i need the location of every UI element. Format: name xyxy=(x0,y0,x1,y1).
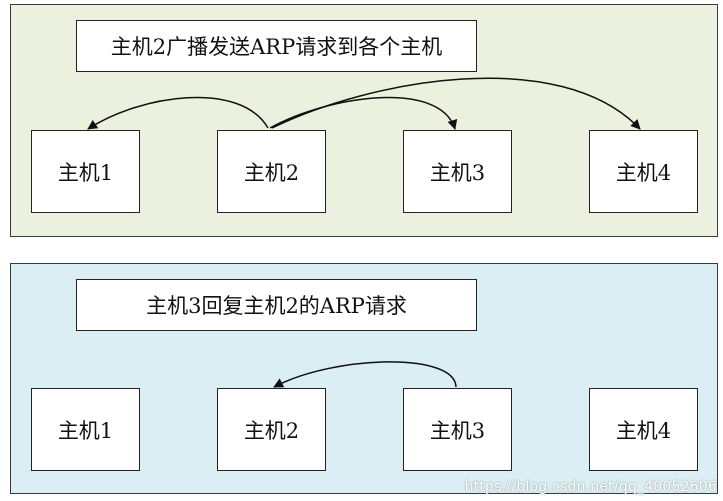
broadcast-host-4: 主机4 xyxy=(589,130,698,213)
watermark: https://blog.csdn.net/qq_40052606 xyxy=(464,479,717,495)
reply-caption: 主机3回复主机2的ARP请求 xyxy=(76,279,477,331)
reply-host-4: 主机4 xyxy=(589,388,698,471)
broadcast-host-2: 主机2 xyxy=(217,130,326,213)
broadcast-host-3: 主机3 xyxy=(403,130,512,213)
broadcast-host-1: 主机1 xyxy=(31,130,140,213)
reply-host-1: 主机1 xyxy=(31,388,140,471)
arrow-host2-to-host4 xyxy=(271,77,641,130)
broadcast-caption: 主机2广播发送ARP请求到各个主机 xyxy=(76,20,477,72)
arrow-host2-to-host1 xyxy=(87,96,269,130)
reply-host-3: 主机3 xyxy=(403,388,512,471)
arrow-host2-to-host3 xyxy=(269,96,458,130)
arrow-host3-to-host2 xyxy=(273,361,457,388)
reply-host-2: 主机2 xyxy=(217,388,326,471)
